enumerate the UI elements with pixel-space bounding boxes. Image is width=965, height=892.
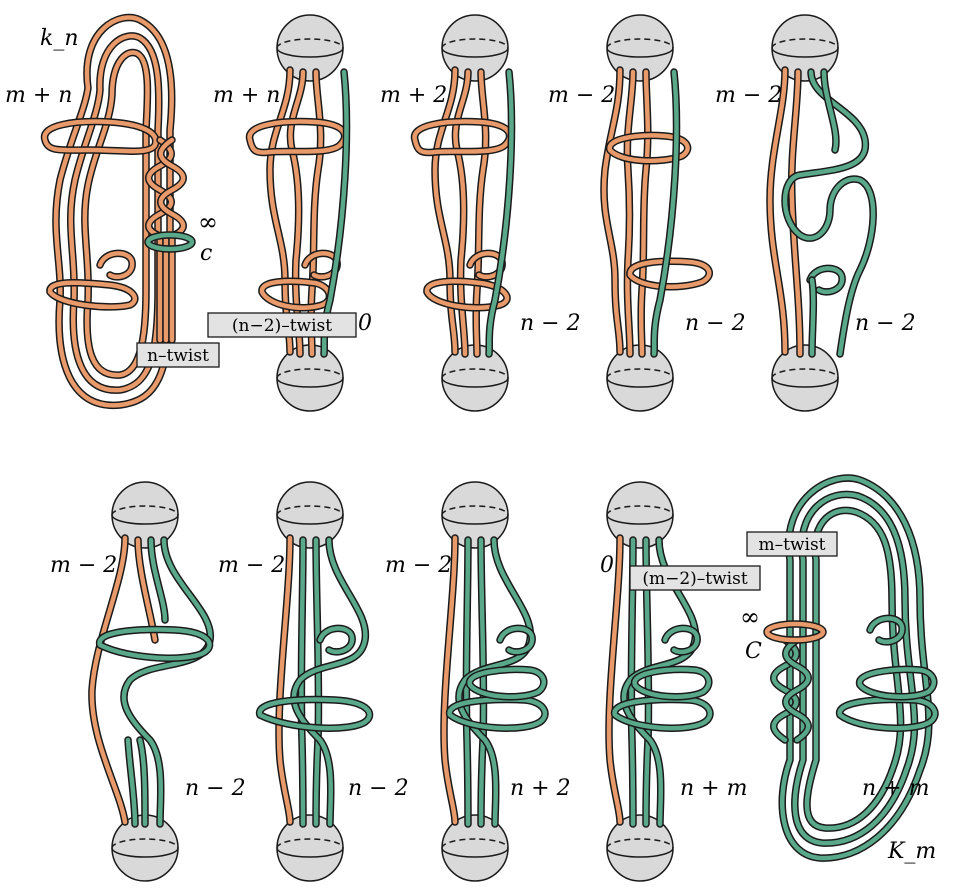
label-top-5: m − 2 (715, 83, 782, 108)
orange-strand (609, 538, 620, 822)
panel-bottom-4 (607, 482, 710, 881)
label-top-3: m + 2 (380, 83, 447, 108)
panel-top-2 (250, 15, 347, 411)
twist-box-2: (n−2)–twist (208, 313, 356, 337)
twist-box-b4-text: (m−2)–twist (642, 569, 747, 589)
label-framing-1: m + n (5, 83, 72, 108)
panel-top-4 (604, 15, 709, 411)
label-circle-C: C (745, 639, 762, 664)
twist-box-b5: m–twist (747, 532, 837, 556)
label-infinity-1: ∞ (198, 208, 218, 236)
label-b4-zero: 0 (600, 553, 614, 578)
twist-box-b4: (m−2)–twist (630, 566, 760, 590)
orange-strand (279, 538, 290, 822)
twist-box-2-text: (n−2)–twist (232, 316, 332, 336)
green-strand (489, 72, 511, 354)
label-bottom-5: n − 2 (855, 311, 916, 336)
label-b4-bottom: n + m (680, 776, 747, 801)
twist-box-1: n–twist (137, 343, 219, 367)
orange-strand (444, 538, 455, 822)
label-top-4: m − 2 (548, 83, 615, 108)
label-K-m: K_m (887, 839, 936, 864)
twist-box-b5-text: m–twist (759, 535, 826, 555)
panel-top-5 (770, 15, 873, 411)
label-framing-2: m + n (213, 83, 280, 108)
label-zero-2: 0 (358, 311, 372, 336)
panel-bottom-1 (92, 482, 210, 881)
label-bottom-3: n − 2 (520, 311, 581, 336)
label-b3-bottom: n + 2 (510, 776, 571, 801)
label-k-n: k_n (40, 26, 79, 51)
label-b2-top: m − 2 (218, 553, 285, 578)
twist-region (149, 140, 184, 236)
label-b5-framing: n + m (862, 776, 929, 801)
panel-bottom-2 (260, 482, 370, 881)
label-circle-c: c (200, 241, 212, 266)
label-bottom-4: n − 2 (685, 311, 746, 336)
label-b3-top: m − 2 (385, 553, 452, 578)
panel-top-3 (415, 15, 512, 411)
panel-bottom-3 (442, 482, 545, 881)
green-strand (654, 72, 676, 354)
label-infinity-b5: ∞ (740, 603, 760, 631)
label-b1-top: m − 2 (50, 553, 117, 578)
twist-box-1-text: n–twist (147, 346, 209, 366)
green-strand (324, 72, 346, 354)
label-b1-bottom: n − 2 (185, 776, 246, 801)
label-b2-bottom: n − 2 (348, 776, 409, 801)
